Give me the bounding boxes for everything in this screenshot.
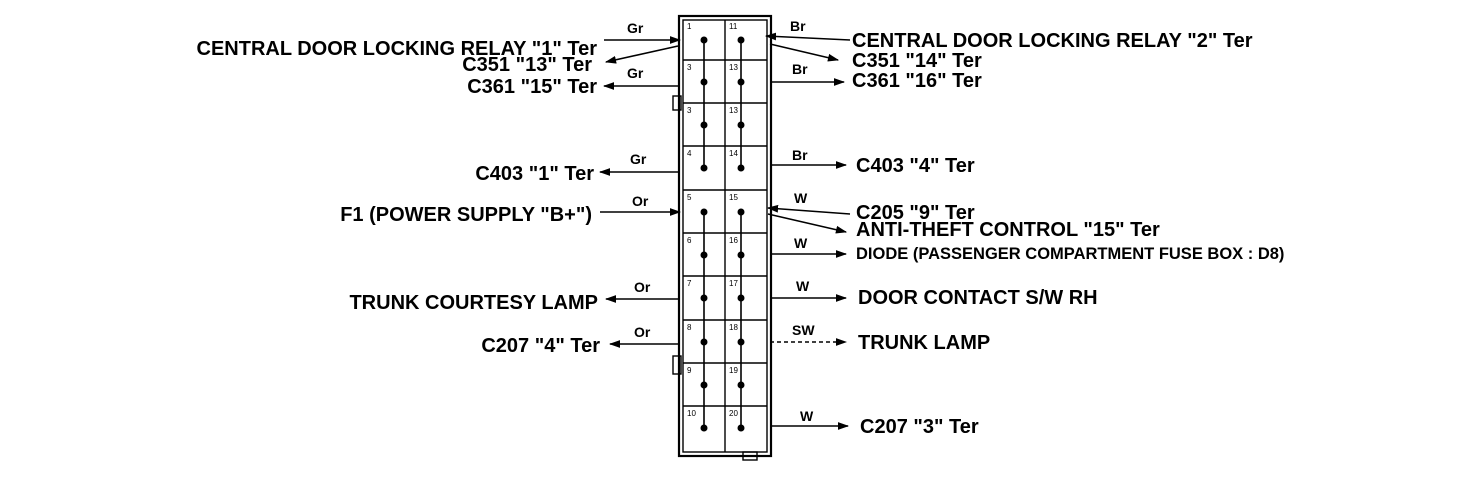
pin-number: 8 (687, 323, 692, 332)
pin-number: 20 (729, 409, 738, 418)
pin-dot (700, 78, 708, 86)
pin-dot (737, 424, 745, 432)
pin-dot (737, 381, 745, 389)
wire-color-label: SW (792, 322, 815, 338)
connection-label: CENTRAL DOOR LOCKING RELAY "2" Ter (852, 30, 1253, 52)
pin-number: 15 (729, 193, 738, 202)
connection-label: TRUNK COURTESY LAMP (349, 292, 598, 314)
pin-dot (700, 121, 708, 129)
pin-number: 13 (729, 106, 738, 115)
wire-color-label: W (794, 190, 808, 206)
pin-number: 13 (729, 63, 738, 72)
pin-dot (700, 164, 708, 172)
wire-color-label: Br (790, 18, 806, 34)
pin-number: 3 (687, 106, 692, 115)
wire-color-label: Br (792, 61, 808, 77)
pin-number: 14 (729, 149, 738, 158)
pin-dot (737, 208, 745, 216)
pin-number: 6 (687, 236, 692, 245)
connection-label: C207 "3" Ter (860, 416, 979, 438)
pin-number: 5 (687, 193, 692, 202)
connection-label: F1 (POWER SUPPLY "B+") (340, 204, 592, 226)
pin-dot (737, 36, 745, 44)
pin-number: 10 (687, 409, 696, 418)
connection-label: C403 "4" Ter (856, 155, 975, 177)
wire-color-label: Or (634, 324, 651, 340)
wire-color-label: Gr (630, 151, 647, 167)
pin-dot (700, 36, 708, 44)
connection-label: DIODE (PASSENGER COMPARTMENT FUSE BOX : … (856, 245, 1284, 263)
pin-dot (737, 251, 745, 259)
pin-dot (700, 208, 708, 216)
pin-number: 19 (729, 366, 738, 375)
wire-color-label: Br (792, 147, 808, 163)
connection-label: DOOR CONTACT S/W RH (858, 287, 1098, 309)
pin-number: 17 (729, 279, 738, 288)
connector-pins (700, 36, 745, 432)
pin-dot (737, 294, 745, 302)
pin-dot (700, 381, 708, 389)
connection-label: C205 "9" Ter (856, 202, 975, 224)
pin-dot (700, 338, 708, 346)
wire-color-label: Gr (627, 65, 644, 81)
pin-number: 18 (729, 323, 738, 332)
left-connections: Gr CENTRAL DOOR LOCKING RELAY "1" Ter C3… (197, 20, 682, 357)
pin-dot (700, 294, 708, 302)
wire-color-label: W (796, 278, 810, 294)
pin-number: 3 (687, 63, 692, 72)
wire-color-label: Gr (627, 20, 644, 36)
connection-label: CENTRAL DOOR LOCKING RELAY "1" Ter (197, 38, 598, 60)
pin-dot (737, 164, 745, 172)
pin-number: 1 (687, 22, 692, 31)
pin-dot (737, 78, 745, 86)
pin-number: 16 (729, 236, 738, 245)
connection-label: C351 "14" Ter (852, 50, 982, 72)
connection-label: TRUNK LAMP (858, 332, 990, 354)
pin-dot (700, 251, 708, 259)
wire-color-label: W (800, 408, 814, 424)
pin-dot (737, 338, 745, 346)
right-connections: Br CENTRAL DOOR LOCKING RELAY "2" Ter C3… (764, 18, 1284, 438)
pin-number: 11 (729, 22, 738, 31)
connection-label: C351 "13" Ter (462, 54, 592, 76)
pin-number: 7 (687, 279, 692, 288)
wire-color-label: Or (634, 279, 651, 295)
pin-dot (700, 424, 708, 432)
wire-color-label: Or (632, 193, 649, 209)
wire-color-label: W (794, 235, 808, 251)
connection-label: C403 "1" Ter (475, 163, 594, 185)
connection-label: ANTI-THEFT CONTROL "15" Ter (856, 219, 1160, 241)
pin-number: 9 (687, 366, 692, 375)
connection-label: C361 "16" Ter (852, 70, 982, 92)
pin-number: 4 (687, 149, 692, 158)
connector-body: 1 3 3 4 5 6 7 8 9 10 11 13 13 14 15 16 1… (672, 14, 773, 461)
connection-label: C361 "15" Ter (467, 76, 597, 98)
connection-label: C207 "4" Ter (481, 335, 600, 357)
pin-dot (737, 121, 745, 129)
